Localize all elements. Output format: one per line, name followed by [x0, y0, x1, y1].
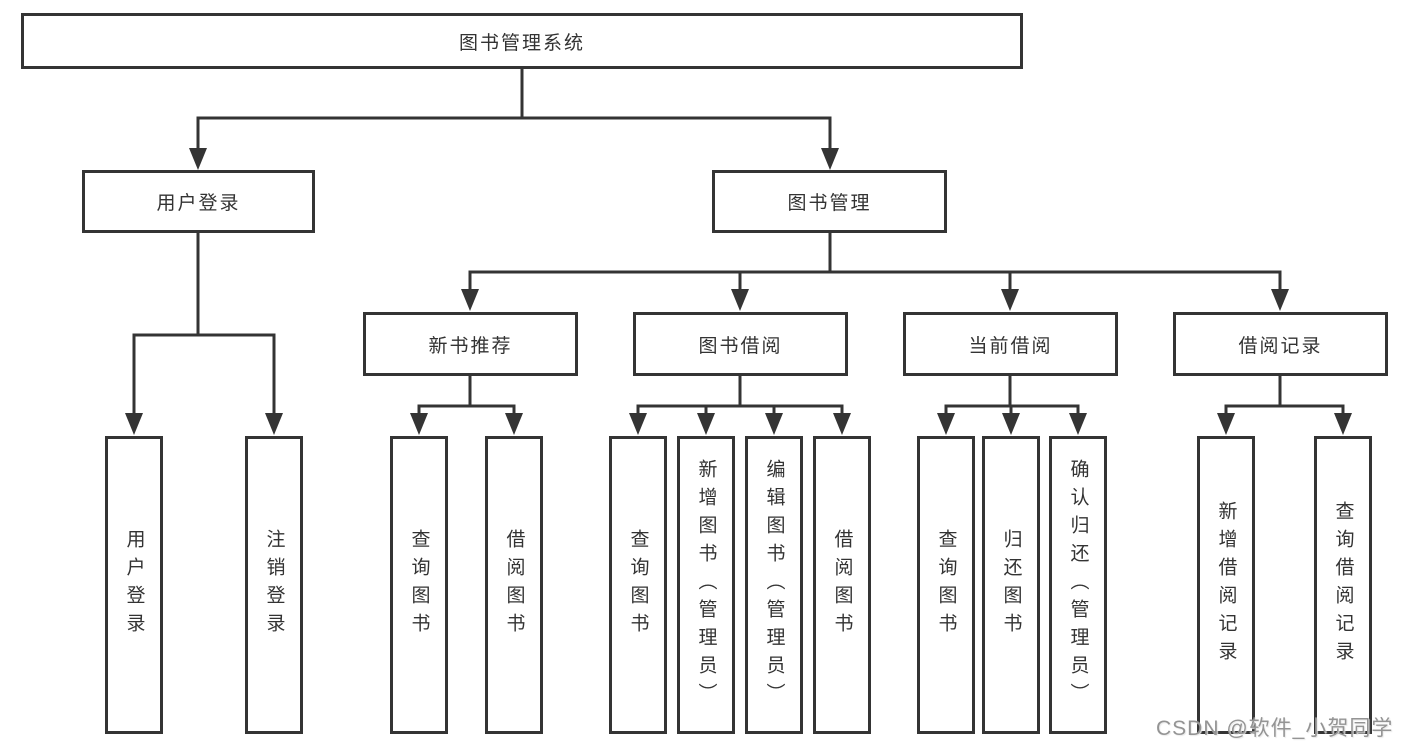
watermark: CSDN @软件_小贺同学	[1156, 717, 1394, 740]
node-book-management: 图书管理	[712, 170, 947, 233]
node-label: 编辑图书（管理员）	[763, 459, 785, 711]
node-label: 新书推荐	[428, 335, 513, 357]
node-label: 图书管理系统	[458, 32, 585, 54]
leaf-borrow-books: 借阅图书	[813, 436, 871, 734]
node-label: 借阅记录	[1238, 335, 1323, 357]
node-label: 查询借阅记录	[1332, 501, 1354, 669]
node-label: 确认归还（管理员）	[1067, 459, 1089, 711]
node-new-book-recommendation: 新书推荐	[363, 312, 578, 376]
node-library-management-system: 图书管理系统	[21, 13, 1023, 69]
leaf-logout: 注销登录	[245, 436, 303, 734]
node-label: 图书借阅	[698, 335, 783, 357]
leaf-return-book: 归还图书	[982, 436, 1040, 734]
node-label: 查询图书	[627, 529, 649, 641]
node-label: 借阅图书	[503, 529, 525, 641]
node-book-borrowing: 图书借阅	[633, 312, 848, 376]
leaf-edit-book-admin: 编辑图书（管理员）	[745, 436, 803, 734]
node-label: 用户登录	[156, 193, 241, 214]
node-user-login: 用户登录	[82, 170, 315, 233]
node-label: 图书管理	[787, 193, 872, 214]
leaf-query-books-borrow: 查询图书	[609, 436, 667, 734]
node-label: 查询图书	[935, 529, 957, 641]
node-borrowing-records: 借阅记录	[1173, 312, 1388, 376]
node-current-borrowing: 当前借阅	[903, 312, 1118, 376]
leaf-add-book-admin: 新增图书（管理员）	[677, 436, 735, 734]
node-label: 归还图书	[1000, 529, 1022, 641]
node-label: 新增借阅记录	[1215, 501, 1237, 669]
arrowhead-icons	[125, 148, 1352, 435]
node-label: 用户登录	[123, 529, 145, 641]
node-label: 借阅图书	[831, 529, 853, 641]
leaf-add-borrow-record: 新增借阅记录	[1197, 436, 1255, 734]
leaf-borrow-books-recommend: 借阅图书	[485, 436, 543, 734]
node-label: 注销登录	[263, 529, 285, 641]
node-label: 新增图书（管理员）	[695, 459, 717, 711]
leaf-query-borrow-record: 查询借阅记录	[1314, 436, 1372, 734]
leaf-query-books-recommend: 查询图书	[390, 436, 448, 734]
node-label: 查询图书	[408, 529, 430, 641]
leaf-user-login: 用户登录	[105, 436, 163, 734]
node-label: 当前借阅	[968, 335, 1053, 357]
leaf-query-books-current: 查询图书	[917, 436, 975, 734]
leaf-confirm-return-admin: 确认归还（管理员）	[1049, 436, 1107, 734]
